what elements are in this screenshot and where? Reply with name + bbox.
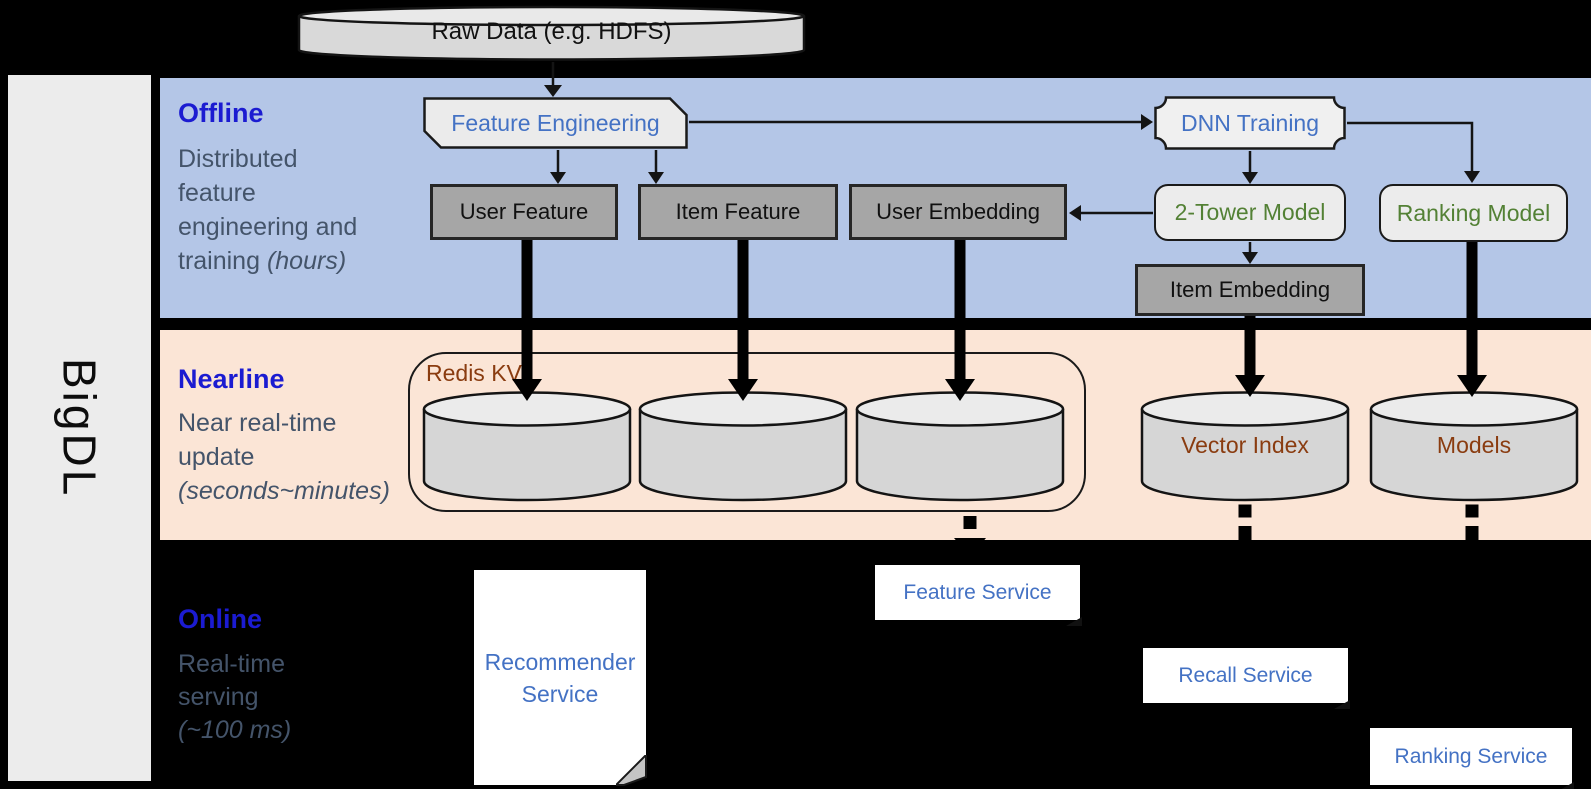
ranking-model-node: Ranking Model xyxy=(1379,184,1568,242)
dnn-training-node: DNN Training xyxy=(1154,96,1346,150)
cylinder-shape xyxy=(297,5,806,61)
user-feature-node: User Feature xyxy=(430,184,618,240)
nearline-title: Nearline xyxy=(178,364,285,394)
raw-data-cylinder: Raw Data (e.g. HDFS) xyxy=(297,4,806,64)
offline-subtitle-line: training (hours) xyxy=(178,247,347,275)
feature-service-node: Feature Service xyxy=(875,565,1082,626)
recall-service-label: Recall Service xyxy=(1178,663,1313,687)
raw-data-label: Raw Data (e.g. HDFS) xyxy=(431,18,672,45)
models-cylinder: Models xyxy=(1369,390,1579,503)
redis-database-cylinder-1 xyxy=(422,390,632,503)
vector-index-cylinder: Vector Index xyxy=(1140,390,1350,503)
online-title: Online xyxy=(178,604,263,634)
nearline-subtitle: Near real-time update (seconds~minutes) xyxy=(178,406,390,508)
vector-index-label: Vector Index xyxy=(1181,432,1309,458)
feature-engineering-label: Feature Engineering xyxy=(451,109,660,136)
page-curl-icon xyxy=(1066,617,1082,626)
online-subtitle-line: serving xyxy=(178,683,259,711)
snip-corner-shape xyxy=(423,97,688,149)
online-subtitle-line: (~100 ms) xyxy=(178,716,292,744)
online-subtitle-line: Real-time xyxy=(178,650,285,678)
redis-database-cylinder-2 xyxy=(638,390,848,503)
page-curl-icon xyxy=(1334,700,1350,709)
ranking-service-label: Ranking Service xyxy=(1394,744,1548,768)
feature-engineering-node: Feature Engineering xyxy=(423,97,688,149)
item-feature-node: Item Feature xyxy=(638,184,838,240)
offline-subtitle: Distributed feature engineering and trai… xyxy=(178,142,357,278)
page-curl-icon xyxy=(1561,782,1574,789)
models-label: Models xyxy=(1436,432,1512,458)
arrowhead-redis-to-featureservice xyxy=(954,538,986,557)
bigdl-logo-text: BigDL xyxy=(53,357,106,499)
nearline-subtitle-line: (seconds~minutes) xyxy=(178,477,390,505)
recommender-service-document: Recommender Service xyxy=(474,570,646,785)
plaque-shape xyxy=(1154,96,1346,150)
redis-database-cylinder-3 xyxy=(855,390,1065,503)
recall-service-node: Recall Service xyxy=(1143,648,1350,709)
ranking-service-node: Ranking Service xyxy=(1370,728,1574,789)
bigdl-sidebar: BigDL xyxy=(8,75,151,781)
redis-kv-label: Redis KV xyxy=(426,360,522,386)
nearline-subtitle-line: Near real-time xyxy=(178,409,337,437)
item-embedding-node: Item Embedding xyxy=(1135,264,1365,316)
two-tower-model-node: 2-Tower Model xyxy=(1154,184,1346,241)
user-embedding-node: User Embedding xyxy=(849,184,1067,240)
recommender-service-label: Recommender Service xyxy=(484,648,636,707)
nearline-subtitle-line: update xyxy=(178,443,255,471)
offline-subtitle-line: Distributed xyxy=(178,145,298,173)
offline-title: Offline xyxy=(178,98,264,128)
offline-subtitle-line: engineering and xyxy=(178,213,358,241)
online-subtitle: Real-time serving (~100 ms) xyxy=(178,648,291,747)
dnn-training-label: DNN Training xyxy=(1180,109,1320,136)
document-fold-icon xyxy=(616,755,647,786)
offline-subtitle-line: feature xyxy=(178,179,256,207)
feature-service-label: Feature Service xyxy=(903,580,1052,604)
